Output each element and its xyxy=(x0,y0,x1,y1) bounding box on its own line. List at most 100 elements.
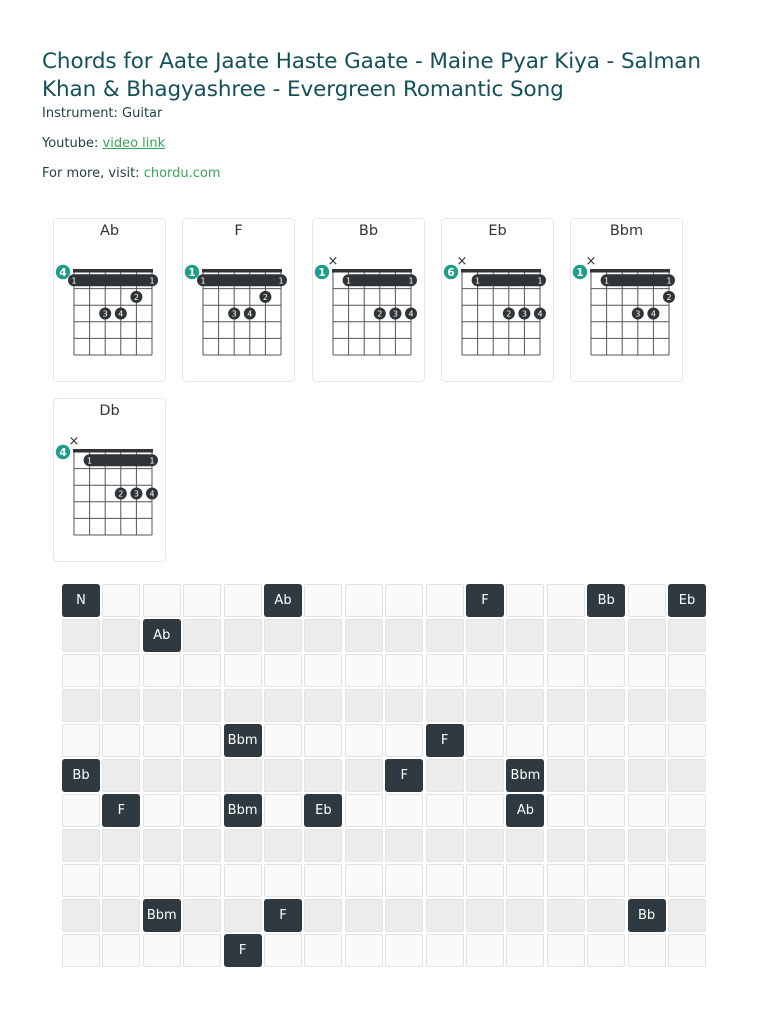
beat-cell[interactable] xyxy=(183,724,222,757)
beat-cell[interactable] xyxy=(344,654,383,687)
beat-cell[interactable] xyxy=(183,829,222,862)
chord-chip[interactable]: F xyxy=(102,794,141,827)
beat-cell[interactable] xyxy=(183,689,222,722)
beat-cell[interactable] xyxy=(102,654,141,687)
beat-cell[interactable] xyxy=(425,759,464,792)
beat-cell[interactable] xyxy=(627,724,666,757)
beat-cell[interactable] xyxy=(425,864,464,897)
beat-cell[interactable] xyxy=(466,934,504,967)
beat-cell[interactable] xyxy=(304,829,343,862)
beat-cell[interactable] xyxy=(668,829,706,862)
beat-cell[interactable] xyxy=(344,829,383,862)
beat-cell[interactable] xyxy=(264,689,302,722)
beat-cell[interactable] xyxy=(223,584,262,617)
beat-cell[interactable] xyxy=(587,619,626,652)
beat-cell[interactable] xyxy=(466,724,504,757)
beat-cell[interactable] xyxy=(183,934,222,967)
beat-cell[interactable] xyxy=(102,899,141,932)
chord-chip[interactable]: F xyxy=(466,584,504,617)
beat-cell[interactable] xyxy=(506,584,545,617)
chord-chip[interactable]: Bbm xyxy=(506,759,545,792)
beat-cell[interactable] xyxy=(62,619,100,652)
beat-cell[interactable] xyxy=(466,619,504,652)
beat-cell[interactable] xyxy=(385,829,424,862)
beat-cell[interactable] xyxy=(466,864,504,897)
beat-cell[interactable] xyxy=(587,934,626,967)
beat-cell[interactable] xyxy=(587,899,626,932)
beat-cell[interactable] xyxy=(587,654,626,687)
beat-cell[interactable] xyxy=(183,864,222,897)
beat-cell[interactable] xyxy=(142,829,181,862)
beat-cell[interactable] xyxy=(304,689,343,722)
beat-cell[interactable] xyxy=(102,829,141,862)
beat-cell[interactable] xyxy=(506,689,545,722)
beat-cell[interactable] xyxy=(304,759,343,792)
beat-cell[interactable] xyxy=(506,899,545,932)
chord-chip[interactable]: F xyxy=(264,899,302,932)
beat-cell[interactable] xyxy=(506,829,545,862)
beat-cell[interactable] xyxy=(425,689,464,722)
beat-cell[interactable] xyxy=(546,654,585,687)
beat-cell[interactable] xyxy=(142,689,181,722)
beat-cell[interactable] xyxy=(466,829,504,862)
beat-cell[interactable] xyxy=(546,689,585,722)
beat-cell[interactable] xyxy=(62,864,100,897)
beat-cell[interactable] xyxy=(425,794,464,827)
chord-chip[interactable]: F xyxy=(223,934,262,967)
beat-cell[interactable] xyxy=(506,654,545,687)
beat-cell[interactable] xyxy=(627,584,666,617)
chord-chip[interactable]: Ab xyxy=(142,619,181,652)
chord-chip[interactable]: Eb xyxy=(668,584,706,617)
beat-cell[interactable] xyxy=(668,864,706,897)
beat-cell[interactable] xyxy=(223,864,262,897)
beat-cell[interactable] xyxy=(304,864,343,897)
beat-cell[interactable] xyxy=(344,619,383,652)
beat-cell[interactable] xyxy=(102,864,141,897)
beat-cell[interactable] xyxy=(546,934,585,967)
beat-cell[interactable] xyxy=(627,759,666,792)
beat-cell[interactable] xyxy=(627,654,666,687)
beat-cell[interactable] xyxy=(344,864,383,897)
beat-cell[interactable] xyxy=(142,934,181,967)
beat-cell[interactable] xyxy=(425,619,464,652)
beat-cell[interactable] xyxy=(385,794,424,827)
beat-cell[interactable] xyxy=(668,689,706,722)
beat-cell[interactable] xyxy=(385,864,424,897)
beat-cell[interactable] xyxy=(668,654,706,687)
beat-cell[interactable] xyxy=(668,794,706,827)
beat-cell[interactable] xyxy=(223,654,262,687)
beat-cell[interactable] xyxy=(385,619,424,652)
beat-cell[interactable] xyxy=(102,584,141,617)
beat-cell[interactable] xyxy=(546,899,585,932)
beat-cell[interactable] xyxy=(587,759,626,792)
beat-cell[interactable] xyxy=(183,654,222,687)
beat-cell[interactable] xyxy=(385,654,424,687)
beat-cell[interactable] xyxy=(344,899,383,932)
beat-cell[interactable] xyxy=(264,759,302,792)
chord-chip[interactable]: Ab xyxy=(264,584,302,617)
beat-cell[interactable] xyxy=(183,759,222,792)
beat-cell[interactable] xyxy=(304,934,343,967)
beat-cell[interactable] xyxy=(587,864,626,897)
chord-chip[interactable]: N xyxy=(62,584,100,617)
beat-cell[interactable] xyxy=(344,794,383,827)
beat-cell[interactable] xyxy=(62,794,100,827)
beat-cell[interactable] xyxy=(385,724,424,757)
beat-cell[interactable] xyxy=(425,584,464,617)
beat-cell[interactable] xyxy=(668,899,706,932)
beat-cell[interactable] xyxy=(506,934,545,967)
beat-cell[interactable] xyxy=(62,654,100,687)
beat-cell[interactable] xyxy=(546,724,585,757)
beat-cell[interactable] xyxy=(627,794,666,827)
beat-cell[interactable] xyxy=(142,794,181,827)
chord-chip[interactable]: Eb xyxy=(304,794,343,827)
chord-card[interactable]: Ab4112341 xyxy=(53,218,166,382)
beat-cell[interactable] xyxy=(385,934,424,967)
beat-cell[interactable] xyxy=(183,899,222,932)
chord-chip[interactable]: Bb xyxy=(627,899,666,932)
beat-cell[interactable] xyxy=(102,934,141,967)
